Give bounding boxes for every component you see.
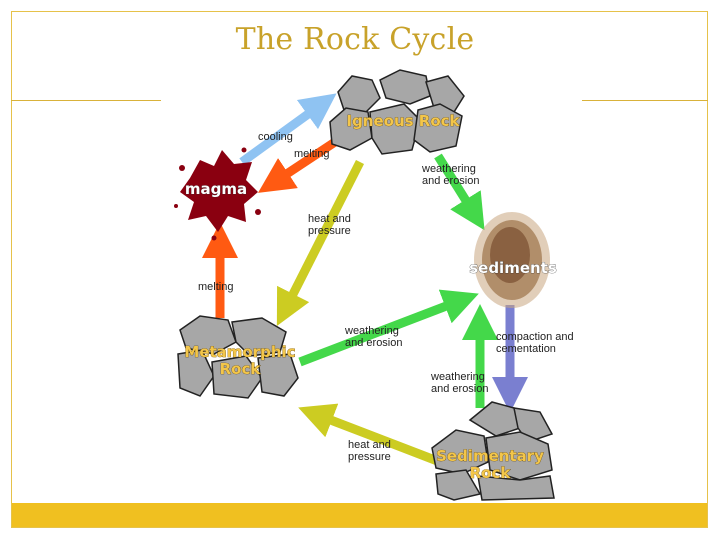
label-heat-pressure-top-1: heat and (308, 213, 351, 225)
slide-frame (11, 11, 708, 528)
arrow-sedimentary-heat-pressure (298, 403, 442, 467)
label-weathering-mid-2: and erosion (345, 337, 403, 349)
label-compaction-1: compaction and (496, 331, 574, 343)
label-weathering-top-1: weathering (421, 163, 476, 175)
label-heat-pressure-bottom-1: heat and (348, 439, 391, 451)
arrow-melting-igneous-to-magma (257, 136, 341, 193)
label-heat-pressure-top-2: pressure (308, 225, 351, 237)
label-heat-pressure-bottom-2: pressure (348, 451, 391, 463)
title-rule-right (582, 100, 708, 101)
label-weathering-low-2: and erosion (431, 383, 489, 395)
sedimentary-rock-label-line2: Rock (470, 464, 512, 482)
igneous-rock-icon (329, 69, 465, 155)
label-weathering-mid-1: weathering (344, 325, 399, 337)
metamorphic-rock-label-line2: Rock (220, 360, 262, 378)
arrow-metamorphic-weathering (298, 289, 479, 367)
label-melting-top: melting (294, 148, 329, 160)
sediments-label: sediments (469, 259, 557, 277)
sediments-icon (474, 212, 550, 308)
sedimentary-rock-icon (431, 401, 555, 501)
label-cooling: cooling (258, 131, 293, 143)
arrow-igneous-heat-pressure (276, 159, 365, 327)
label-weathering-top-2: and erosion (422, 175, 480, 187)
arrow-cooling (239, 93, 337, 166)
sedimentary-rock-label-line1: Sedimentary (436, 447, 544, 465)
title-rule-left (11, 100, 161, 101)
slide-title: The Rock Cycle (235, 22, 475, 57)
label-compaction-2: cementation (496, 343, 556, 355)
label-melting-left: melting (198, 281, 233, 293)
metamorphic-rock-icon (177, 315, 299, 399)
arrow-igneous-weathering (434, 153, 485, 231)
footer-band (12, 503, 707, 527)
igneous-rock-label: Igneous Rock (346, 112, 460, 130)
magma-icon (174, 147, 261, 241)
metamorphic-rock-label-line1: Metamorphic (184, 343, 295, 361)
label-weathering-low-1: weathering (430, 371, 485, 383)
magma-label: magma (185, 180, 247, 198)
